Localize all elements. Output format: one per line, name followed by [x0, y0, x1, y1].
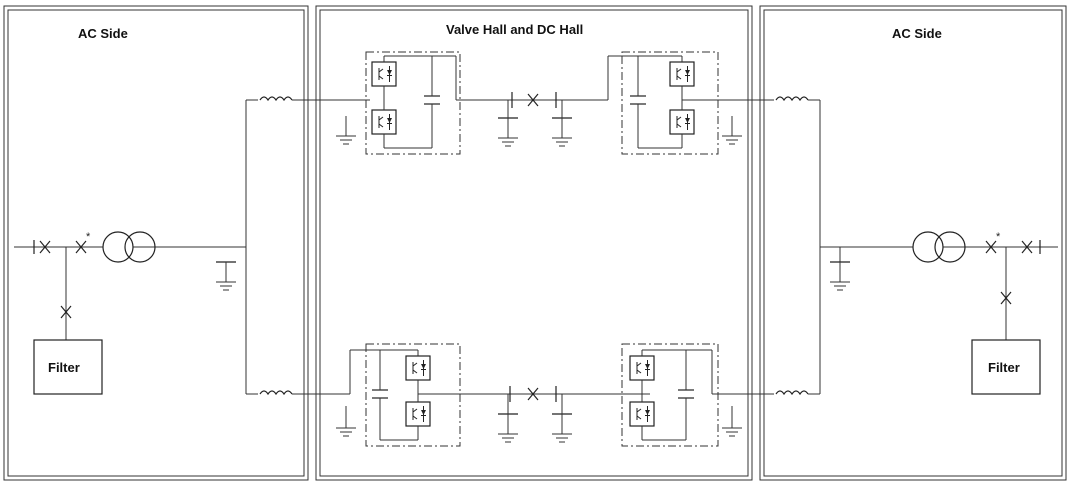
left-transformer-secondary	[124, 231, 156, 263]
left-filter: Filter	[33, 339, 103, 395]
center-upper-circuit	[292, 51, 774, 155]
center-panel-title: Valve Hall and DC Hall	[446, 22, 583, 37]
right-breaker-star: *	[996, 231, 1001, 243]
left-breaker-star: *	[86, 231, 91, 243]
left-panel-title: AC Side	[78, 26, 128, 41]
left-transformer-primary	[102, 231, 134, 263]
panel-left	[3, 5, 309, 481]
center-lower-circuit	[292, 343, 774, 447]
right-transformer-primary	[912, 231, 944, 263]
right-filter-label: Filter	[988, 360, 1020, 375]
right-ac-network: *	[808, 99, 1058, 395]
right-filter: Filter	[971, 339, 1041, 395]
right-transformer-secondary	[934, 231, 966, 263]
left-ac-network: *	[14, 99, 258, 395]
right-panel-title: AC Side	[892, 26, 942, 41]
left-filter-label: Filter	[48, 360, 80, 375]
